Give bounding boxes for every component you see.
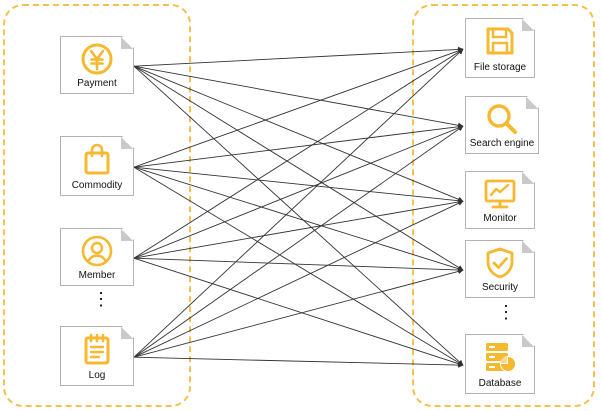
floppy-disk-icon xyxy=(483,24,517,58)
monitor-chart-icon xyxy=(483,177,517,211)
database-node[interactable]: Database xyxy=(465,334,535,394)
shield-check-icon xyxy=(483,246,517,280)
file-storage-node[interactable]: File storage xyxy=(465,18,535,78)
magnifier-icon xyxy=(485,102,519,136)
file-storage-label: File storage xyxy=(473,62,527,73)
shopping-bag-icon xyxy=(80,142,114,176)
monitor-label: Monitor xyxy=(483,213,517,224)
search-engine-node[interactable]: Search engine xyxy=(465,96,539,154)
log-label: Log xyxy=(88,370,106,381)
security-node[interactable]: Security xyxy=(465,240,535,298)
more-targets-ellipsis: ⋮ xyxy=(497,302,515,322)
payment-label: Payment xyxy=(77,78,117,89)
notepad-icon xyxy=(80,332,114,366)
security-label: Security xyxy=(481,282,519,293)
yen-coin-icon xyxy=(80,42,114,76)
database-server-icon xyxy=(483,340,517,374)
payment-node[interactable]: Payment xyxy=(60,36,134,94)
commodity-node[interactable]: Commodity xyxy=(60,136,134,196)
member-label: Member xyxy=(78,270,116,281)
commodity-label: Commodity xyxy=(71,180,123,191)
search-engine-label: Search engine xyxy=(469,138,535,149)
member-node[interactable]: Member xyxy=(60,228,134,286)
monitor-node[interactable]: Monitor xyxy=(465,171,535,229)
user-icon xyxy=(80,234,114,268)
more-sources-ellipsis: ⋮ xyxy=(92,289,110,309)
log-node[interactable]: Log xyxy=(60,326,134,386)
database-label: Database xyxy=(478,378,522,389)
